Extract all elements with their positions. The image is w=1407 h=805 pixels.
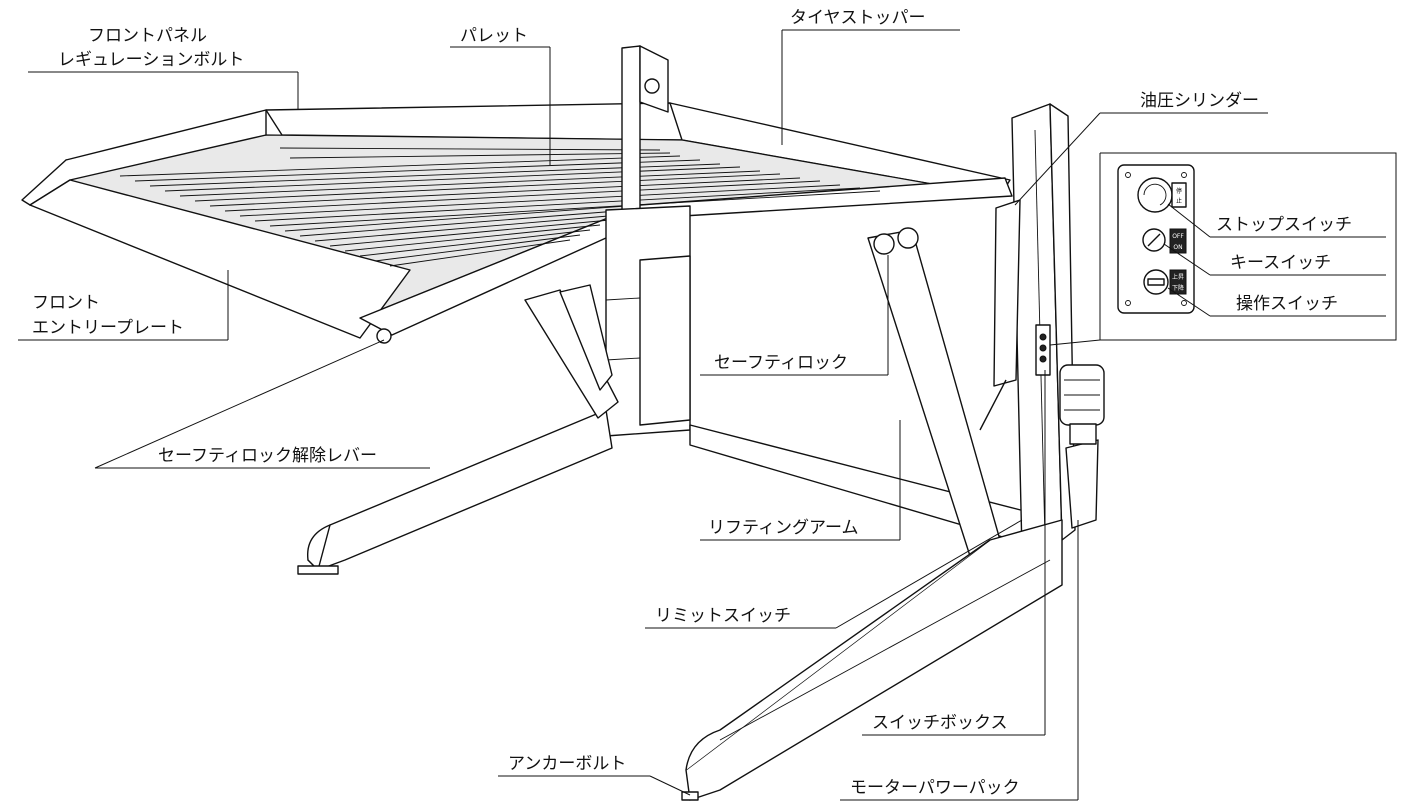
front-panel-bolt-label-line2: レギュレーションボルト [58, 50, 245, 70]
lifting-arm-label: リフティングアーム [708, 518, 859, 538]
up-marking: 上昇 [1172, 273, 1184, 281]
front-panel-bolt-label-line1: フロントパネル [88, 26, 207, 46]
stop-kanji-1: 停 [1176, 187, 1182, 195]
right-base-rail [681, 519, 1063, 801]
switch-box-label: スイッチボックス [872, 713, 1008, 733]
motor-power-pack [1059, 364, 1105, 529]
safety-lock-release-lever-label: セーフティロック解除レバー [158, 446, 377, 466]
pallet-platform [21, 102, 1013, 344]
front-entry-plate-label-line1: フロント [32, 293, 100, 313]
operation-switch-label: 操作スイッチ [1236, 294, 1338, 314]
control-panel-inset: 停 止 OFF ON 上昇 下降 [1117, 164, 1195, 314]
stop-switch-label: ストップスイッチ [1216, 215, 1352, 235]
limit-switch-label: リミットスイッチ [655, 606, 791, 626]
leader-lines [18, 29, 1397, 801]
motor-power-pack-label: モーターパワーパック [850, 778, 1020, 798]
rear-post [605, 45, 691, 437]
on-marking: ON [1173, 244, 1182, 251]
anchor-bolt-label: アンカーボルト [508, 754, 627, 774]
tire-stopper-label: タイヤストッパー [790, 8, 926, 28]
off-marking: OFF [1172, 233, 1184, 240]
stop-switch-icon [1137, 177, 1173, 213]
left-base-rail [297, 409, 1041, 575]
down-marking: 下降 [1172, 284, 1184, 292]
stop-kanji-2: 止 [1176, 197, 1182, 205]
safety-lock-label: セーフティロック [714, 353, 848, 373]
key-switch-label: キースイッチ [1230, 253, 1332, 273]
pallet-label: パレット [460, 26, 528, 46]
left-lifting-arm [524, 284, 619, 419]
right-post [979, 103, 1076, 553]
hydraulic-cylinder-label: 油圧シリンダー [1140, 91, 1259, 111]
front-entry-plate-label-line2: エントリープレート [32, 318, 184, 338]
